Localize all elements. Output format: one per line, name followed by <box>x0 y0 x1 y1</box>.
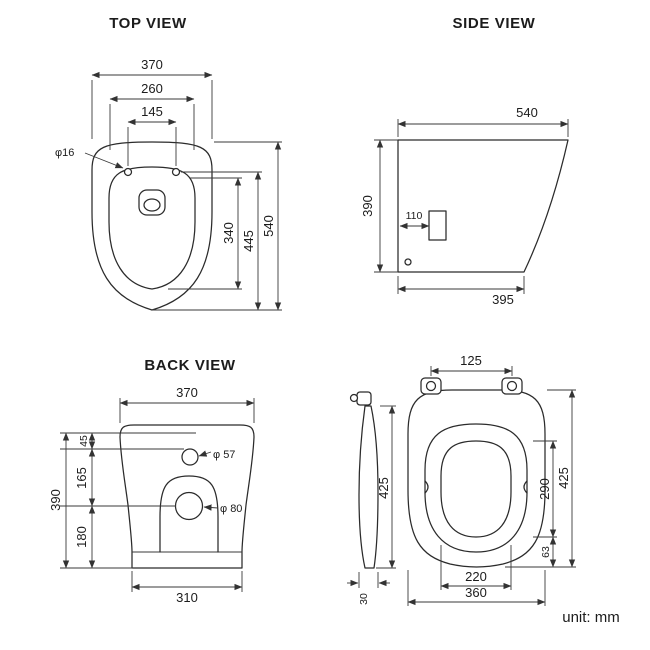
hinge-bolt-right <box>506 380 518 392</box>
seat-view: 425 30 125 290 <box>347 353 576 606</box>
top-view-title: TOP VIEW <box>109 15 187 32</box>
seat-hinge-bracket <box>356 391 372 406</box>
dim-seat-opening-length: 290 <box>537 478 552 500</box>
seat-mount-hole-left <box>123 167 133 177</box>
top-view: TOP VIEW 370 260 145 φ16 <box>55 15 282 311</box>
side-view-dim-395: 395 <box>397 276 525 307</box>
back-view-dim-370: 370 <box>119 385 255 423</box>
top-view-dim-340: 340 <box>168 177 242 290</box>
side-view-dim-540: 540 <box>397 105 569 137</box>
seat-dim-overall-425: 425 <box>547 389 576 568</box>
side-view-title: SIDE VIEW <box>453 15 536 32</box>
dim-top-hole-spacing: 145 <box>141 104 163 119</box>
flush-outlet-inner <box>143 198 161 212</box>
back-view-extension-lines <box>60 432 196 569</box>
water-inlet-hole <box>181 448 199 466</box>
dim-top-hole-diameter: φ16 <box>55 147 74 159</box>
dim-back-outlet-diameter: φ 80 <box>220 503 242 515</box>
dim-top-overall-depth: 540 <box>261 215 276 237</box>
back-view-dim-outlet-diameter: φ 80 <box>203 503 242 515</box>
dim-back-lower-segment: 180 <box>74 526 89 548</box>
top-view-dim-540: 540 <box>153 141 282 311</box>
dim-seat-profile-thickness: 30 <box>358 593 370 605</box>
seat-dim-profile-425: 425 <box>376 405 396 569</box>
seat-dim-125: 125 <box>430 353 513 376</box>
side-profile-outline <box>397 139 569 273</box>
dim-seat-hinge-spacing: 125 <box>460 353 482 368</box>
seat-hinge-pin <box>349 393 359 403</box>
seat-mount-hole-right <box>171 167 181 177</box>
dim-seat-overall-length: 425 <box>556 467 571 489</box>
back-view-dim-165: 165 <box>74 448 96 507</box>
seat-ring-outline <box>424 423 528 553</box>
unit-label: unit: mm <box>562 609 620 626</box>
dim-seat-front-edge: 63 <box>540 546 552 558</box>
outlet-bracket <box>428 210 447 241</box>
fixing-hole <box>404 258 412 266</box>
top-view-dim-260: 260 <box>109 81 195 150</box>
seat-dim-220: 220 <box>440 545 512 590</box>
top-view-dim-hole-diameter: φ16 <box>55 147 124 169</box>
seat-side-profile <box>358 405 379 569</box>
hinge-bolt-left <box>425 380 437 392</box>
dim-top-bowl-depth: 340 <box>221 222 236 244</box>
seat-dim-63: 63 <box>505 536 576 568</box>
dim-side-outlet-offset: 110 <box>406 210 423 222</box>
dim-back-inlet-diameter: φ 57 <box>213 449 235 461</box>
back-view-dim-45: 45 <box>78 432 96 450</box>
top-view-dim-145: 145 <box>127 104 177 166</box>
dim-top-seat-width: 260 <box>141 81 163 96</box>
dim-side-bottom-depth: 395 <box>492 292 514 307</box>
bowl-inner-outline <box>108 166 196 290</box>
dim-seat-opening-width: 220 <box>465 569 487 584</box>
seat-dim-360: 360 <box>407 570 546 606</box>
dim-seat-overall-width: 360 <box>465 585 487 600</box>
dim-seat-profile-length: 425 <box>376 477 391 499</box>
dim-back-bottom-width: 310 <box>176 590 198 605</box>
waste-outlet-hole <box>174 491 204 521</box>
back-view-dim-310: 310 <box>131 571 243 605</box>
dim-top-depth-to-holes: 445 <box>241 230 256 252</box>
top-view-dim-370: 370 <box>91 57 213 139</box>
side-view: SIDE VIEW 540 390 110 395 <box>360 15 569 307</box>
dim-back-height: 390 <box>48 489 63 511</box>
dim-back-top-width: 370 <box>176 385 198 400</box>
back-view-title: BACK VIEW <box>144 357 235 374</box>
seat-opening-outline <box>440 440 512 538</box>
seat-bumpers <box>424 480 528 494</box>
top-view-dim-445: 445 <box>181 171 262 311</box>
dim-back-middle-segment: 165 <box>74 467 89 489</box>
seat-dim-290: 290 <box>533 440 557 538</box>
dim-back-upper-segment: 45 <box>78 435 90 447</box>
back-body-outline <box>119 424 255 569</box>
dim-side-top-depth: 540 <box>516 105 538 120</box>
back-view: BACK VIEW 370 45 165 180 <box>48 357 255 605</box>
back-view-dim-inlet-diameter: φ 57 <box>198 449 235 461</box>
side-view-dim-390: 390 <box>360 139 398 273</box>
dim-top-overall-width: 370 <box>141 57 163 72</box>
back-view-dim-390: 390 <box>48 432 70 569</box>
seat-lid-outline <box>407 389 546 568</box>
bowl-outer-outline <box>91 141 213 311</box>
back-view-dim-180: 180 <box>74 505 96 569</box>
dim-side-height: 390 <box>360 195 375 217</box>
seat-dim-30: 30 <box>347 572 390 605</box>
trapway-hump-outline <box>159 475 219 553</box>
side-view-dim-110: 110 <box>399 210 430 230</box>
